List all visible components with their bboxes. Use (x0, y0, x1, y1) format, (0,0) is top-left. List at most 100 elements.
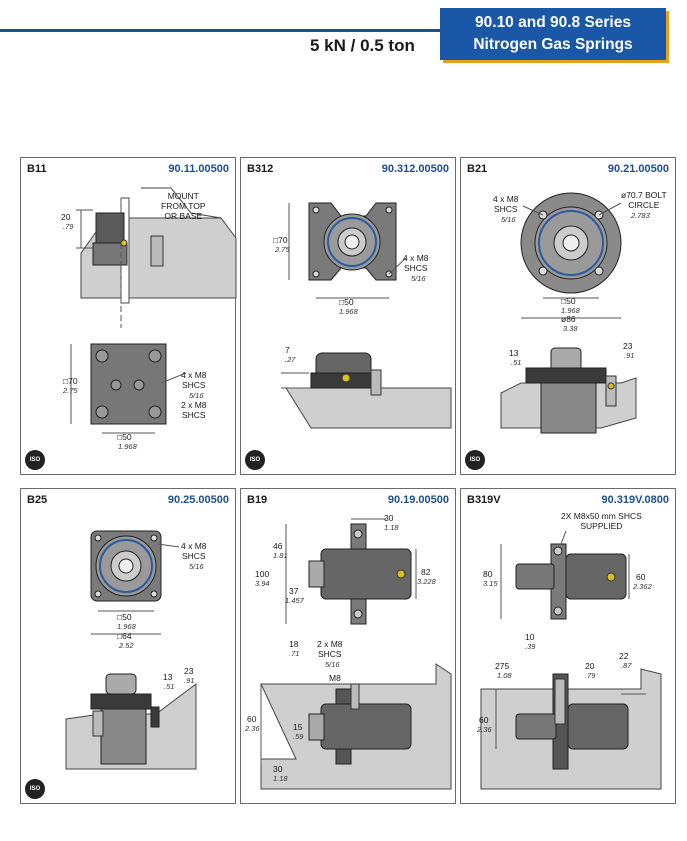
dim-square: □64 (117, 631, 132, 641)
panel-title: B19 (247, 494, 268, 506)
dim-b: 23 (184, 666, 194, 676)
dim-46-in: 1.81 (273, 551, 288, 560)
dim-spacing-in: 1.968 (561, 306, 580, 315)
part-number: 90.19.00500 (387, 494, 449, 506)
dim-30b: 30 (273, 764, 283, 774)
dim-square-in: 2.75 (275, 245, 290, 254)
banner-line-1: 90.10 and 90.8 Series (475, 14, 631, 31)
b21-drawing (500, 192, 637, 434)
dim-10-in: .39 (525, 642, 536, 651)
dim-spacing: □50 (117, 612, 132, 622)
dim-spacing: □50 (339, 297, 354, 307)
dim-22-in: .87 (621, 661, 632, 670)
bolts: 2 x M8 SHCS (317, 639, 343, 659)
part-number: 90.21.00500 (607, 163, 669, 175)
b25-drawing (65, 530, 197, 770)
bolts: 4 x M8 SHCS (493, 194, 519, 214)
iso-badge: ISO (465, 450, 485, 470)
dim-46: 46 (273, 541, 283, 551)
dim-square-in: 2.52 (119, 641, 134, 650)
capacity-subtitle: 5 kN / 0.5 ton (310, 36, 415, 55)
dim-22: 22 (619, 651, 629, 661)
m8-label: M8 (329, 673, 341, 683)
part-number: 90.25.00500 (167, 494, 229, 506)
b11-drawing (70, 187, 237, 434)
dim-60-in: 2.362 (633, 582, 652, 591)
dim-10: 10 (525, 632, 535, 642)
b19-drawing (260, 518, 452, 790)
dim-right-in: .91 (624, 351, 635, 360)
dim-18-in: .71 (289, 649, 300, 658)
bolts: 4 x M8 SHCS (403, 253, 429, 273)
series-banner: 90.10 and 90.8 Series Nitrogen Gas Sprin… (440, 8, 666, 60)
dim-37: 37 (289, 586, 299, 596)
dim-height: 7 (285, 345, 290, 355)
dim-275: 275 (495, 661, 510, 671)
panel-b21: B21 90.21.00500 4 x M8 SHCS 5/16 ø70.7 B… (460, 157, 676, 475)
panel-title: B312 (247, 163, 274, 175)
header-rule (0, 29, 440, 32)
b319v-drawing (480, 530, 662, 790)
dim-right: 23 (623, 341, 633, 351)
panel-b25: B25 90.25.00500 4 x M8 SHCS 5/16 □50 1.9… (20, 488, 236, 804)
dim-60: 60 (636, 572, 646, 582)
dim-15: 15 (293, 722, 303, 732)
dim-a: 13 (163, 672, 173, 682)
dim-square-in: 2.75 (63, 386, 78, 395)
dim-18: 18 (289, 639, 299, 649)
dim-60-in: 2.36 (245, 724, 260, 733)
dim-80-in: 3.15 (483, 579, 498, 588)
dim-spacing: □50 (561, 296, 576, 306)
dim-15-in: .59 (293, 732, 304, 741)
dim-30b-in: 1.18 (273, 774, 288, 783)
dim-top: 30 (384, 513, 394, 523)
iso-badge: ISO (245, 450, 265, 470)
dim-height: 20 (61, 212, 71, 222)
bolts-in: 5/16 (189, 562, 204, 571)
dim-height-in: .79 (63, 222, 74, 231)
bolts-b: 2 x M8 SHCS (181, 400, 207, 420)
dim-dia: ø86 (561, 314, 576, 324)
dim-20: 20 (585, 661, 595, 671)
part-number: 90.11.00500 (168, 163, 229, 175)
mount-note: MOUNT FROM TOP OR BASE (161, 191, 206, 221)
dim-height-in: .27 (285, 355, 296, 364)
dim-square: □70 (63, 376, 78, 386)
dim-82: 82 (421, 567, 431, 577)
dim-top-in: 1.18 (384, 523, 399, 532)
panel-b319v: B319V 90.319V.0800 2X M8x50 mm SHCS SUPP… (460, 488, 676, 804)
dim-82-in: 3.228 (417, 577, 436, 586)
dim-80: 80 (483, 569, 493, 579)
bolt-circle: ø70.7 BOLT CIRCLE (621, 190, 667, 210)
dim-spacing-in: 1.968 (117, 622, 136, 631)
dim-60: 60 (247, 714, 257, 724)
dim-20-in: .79 (585, 671, 596, 680)
dim-left: 13 (509, 348, 519, 358)
panel-b19: B19 90.19.00500 30 1.18 46 1.81 100 3.94… (240, 488, 456, 804)
dim-37-in: 1.457 (285, 596, 304, 605)
dim-100-in: 3.94 (255, 579, 270, 588)
bolts-in: 5/16 (411, 274, 426, 283)
dim-spacing: □50 (117, 432, 132, 442)
bolts-in: 5/16 (325, 660, 340, 669)
panel-title: B11 (27, 163, 47, 175)
dim-60b: 60 (479, 715, 489, 725)
panel-title: B319V (467, 494, 501, 506)
dim-275-in: 1.08 (497, 671, 512, 680)
bolt-circle-in: 2.783 (631, 211, 650, 220)
part-number: 90.312.00500 (381, 163, 449, 175)
bolts-in: 5/16 (501, 215, 516, 224)
dim-dia-in: 3.38 (563, 324, 578, 333)
dim-a-in: .51 (164, 682, 175, 691)
panel-b11: B11 90.11.00500 MOUNT FROM TOP OR BASE 2… (20, 157, 237, 475)
bolts: 4 x M8 SHCS (181, 541, 207, 561)
iso-badge: ISO (25, 779, 45, 799)
dim-spacing-in: 1.968 (118, 442, 137, 451)
dim-left-in: .51 (511, 358, 522, 367)
panel-title: B21 (467, 163, 488, 175)
part-number: 90.319V.0800 (601, 494, 670, 506)
dim-spacing-in: 1.968 (339, 307, 358, 316)
bolts: 2X M8x50 mm SHCS SUPPLIED (561, 511, 642, 531)
panel-b312: B312 90.312.00500 □70 2.75 4 x M8 SHCS 5… (240, 157, 456, 475)
dim-60b-in: 2.36 (477, 725, 492, 734)
